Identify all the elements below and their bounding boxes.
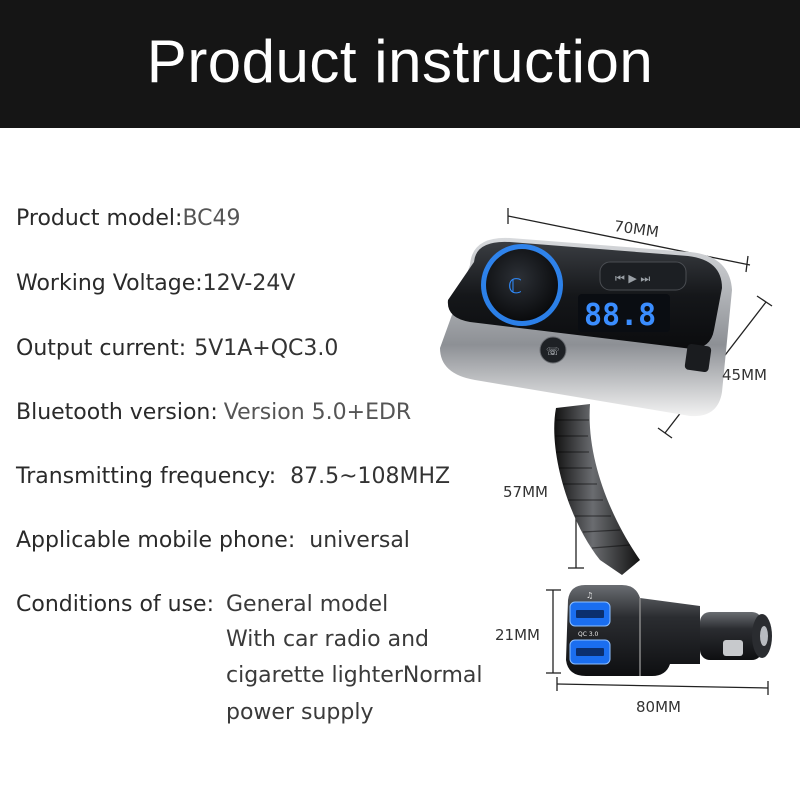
led-display <box>578 294 670 332</box>
dimension-label-width: 70MM <box>613 217 660 241</box>
dimension-label-plug-height: 21MM <box>495 626 540 644</box>
usb-port-label: QC 3.0 <box>578 631 599 638</box>
conditions-line: power supply <box>226 700 374 725</box>
conditions-line: cigarette lighterNormal <box>226 663 483 688</box>
spec-output-current: Output current: 5V1A+QC3.0 <box>16 330 338 367</box>
spec-value: 5V1A+QC3.0 <box>194 336 339 361</box>
spec-label: Bluetooth version: <box>16 400 218 425</box>
led-display-text: 88.8 <box>584 298 656 333</box>
call-button <box>539 336 567 364</box>
dimension-line-plug-height <box>546 589 561 674</box>
spec-value: universal <box>309 528 410 553</box>
dimension-line-plug-length <box>556 677 769 695</box>
spec-label: Product model: <box>16 206 183 231</box>
spec-bluetooth-version: Bluetooth version:Version 5.0+EDR <box>16 394 411 431</box>
spec-label: Working Voltage: <box>16 271 203 296</box>
spec-value: Version 5.0+EDR <box>223 400 412 425</box>
dimension-label-depth: 45MM <box>722 366 767 384</box>
spec-label: Transmitting frequency: <box>16 464 277 489</box>
conditions-line: General model <box>226 592 389 617</box>
cigarette-plug: QC 3.0 ♫ <box>566 585 772 676</box>
spec-value: 12V-24V <box>202 271 296 296</box>
svg-text:☏: ☏ <box>546 345 560 358</box>
spec-label: Applicable mobile phone: <box>16 528 296 553</box>
spec-value: 87.5~108MHZ <box>290 464 451 489</box>
header-banner: Product instruction <box>0 0 800 128</box>
svg-text:♫: ♫ <box>586 591 593 600</box>
spec-conditions-label: Conditions of use: <box>16 586 214 623</box>
spec-value: BC49 <box>182 206 241 231</box>
dimension-label-neck: 57MM <box>503 483 548 501</box>
device-head: ℂ ⏮ ▶ ⏭ 88.8 ☏ <box>440 237 732 417</box>
dimension-label-plug-length: 80MM <box>636 698 681 716</box>
spec-working-voltage: Working Voltage:12V-24V <box>16 265 295 302</box>
page-title: Product instruction <box>146 27 654 95</box>
spec-applicable-phone: Applicable mobile phone: universal <box>16 522 410 559</box>
media-buttons <box>599 261 687 291</box>
spec-transmitting-frequency: Transmitting frequency: 87.5~108MHZ <box>16 458 450 495</box>
spec-product-model: Product model:BC49 <box>16 200 241 237</box>
svg-text:⏮ ▶ ⏭: ⏮ ▶ ⏭ <box>615 272 650 285</box>
conditions-line: With car radio and <box>226 627 430 652</box>
svg-text:ℂ: ℂ <box>508 274 522 298</box>
gooseneck <box>554 404 640 575</box>
spec-label: Conditions of use: <box>16 592 214 617</box>
spec-label: Output current: <box>16 336 187 361</box>
